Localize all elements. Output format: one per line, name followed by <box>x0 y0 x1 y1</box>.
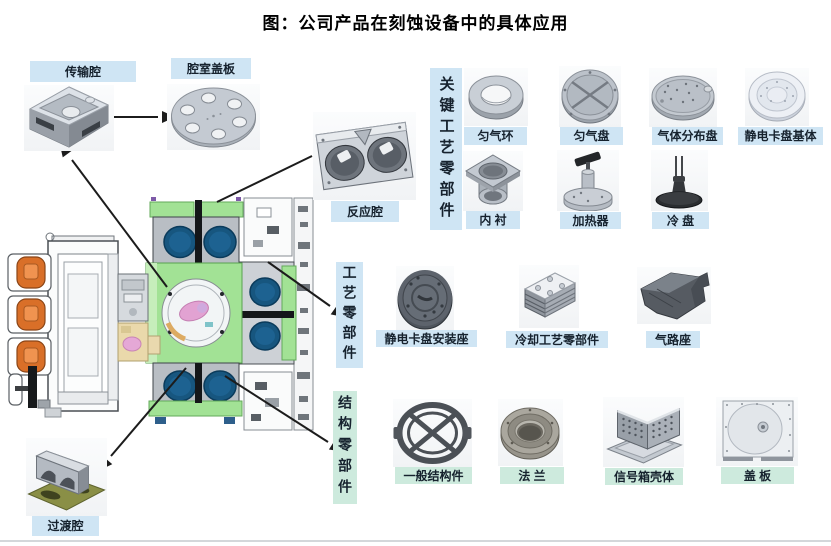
cover-plate-label: 盖 板 <box>721 467 794 484</box>
reaction-chamber-image <box>313 112 416 200</box>
gas-plate-label: 匀气盘 <box>560 127 623 145</box>
general-structural-part-image <box>393 399 472 467</box>
esc-mount-image <box>396 266 454 332</box>
esc-base-image <box>745 68 809 126</box>
interface-units <box>117 273 149 362</box>
service-panel-right <box>293 197 314 431</box>
cooling-part-label: 冷却工艺零部件 <box>506 331 608 348</box>
signal-box-shell-label: 信号箱壳体 <box>605 468 683 485</box>
gas-distribution-plate-label: 气体分布盘 <box>652 127 723 145</box>
process-chambers-bottom <box>148 362 243 424</box>
figure-title: 图：公司产品在刻蚀设备中的具体应用 <box>262 14 569 33</box>
aux-box-top-right <box>243 197 293 257</box>
heater-label: 加热器 <box>560 212 621 229</box>
signal-box-shell-image <box>603 397 684 467</box>
gas-ring-image <box>464 68 528 126</box>
heater-image <box>557 150 619 211</box>
gas-ring-label: 匀气环 <box>464 127 527 145</box>
chamber-cover-image <box>167 84 260 150</box>
cooling-part-image <box>519 265 579 328</box>
cold-plate-label: 冷 盘 <box>652 212 709 229</box>
gas-line-seat-image <box>637 267 711 324</box>
transfer-chamber-label: 传输腔 <box>30 61 136 82</box>
process-chambers-right <box>239 261 297 365</box>
cover-plate-image <box>716 397 798 466</box>
gas-line-seat-label: 气路座 <box>646 331 700 348</box>
chamber-cover-label: 腔室盖板 <box>171 58 251 79</box>
flange-image <box>498 399 563 466</box>
aux-box-bottom-right <box>243 371 293 431</box>
general-structural-part-label: 一般结构件 <box>395 467 472 484</box>
esc-base-label: 静电卡盘基体 <box>738 127 823 145</box>
cold-plate-image <box>651 150 708 211</box>
liner-label: 内 衬 <box>466 211 520 229</box>
process-chambers-top <box>149 197 244 264</box>
flange-label: 法 兰 <box>500 467 564 484</box>
category-process-parts: 工艺零部件 <box>336 262 363 368</box>
category-key-process-parts: 关键工艺零部件 <box>430 68 462 230</box>
transition-chamber-image <box>26 438 107 516</box>
gas-distribution-plate-image <box>649 68 717 127</box>
transfer-chamber-image <box>24 85 114 151</box>
support-stands <box>8 366 62 418</box>
transition-chamber-label: 过渡腔 <box>32 516 99 536</box>
liner-image <box>463 151 523 211</box>
bottom-divider <box>0 540 831 542</box>
reaction-chamber-label: 反应腔 <box>331 201 399 222</box>
foup-load-ports <box>7 253 52 376</box>
esc-mount-label: 静电卡盘安装座 <box>376 330 477 347</box>
transfer-module-center <box>145 262 243 364</box>
etching-equipment-top-view <box>7 197 314 431</box>
category-structural-parts: 结构零部件 <box>333 391 357 504</box>
efem-unit <box>45 232 119 412</box>
gas-plate-image <box>559 66 621 127</box>
